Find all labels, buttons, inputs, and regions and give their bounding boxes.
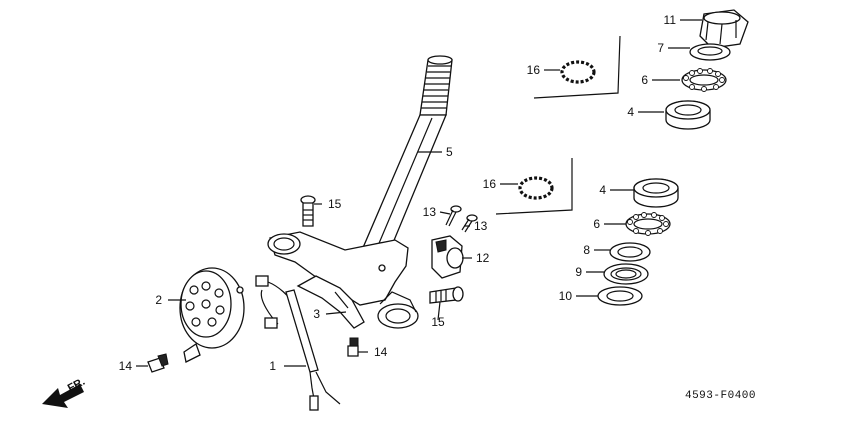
leader-lines <box>136 19 702 367</box>
part-label-6-lower: 6 <box>593 217 600 231</box>
part-label-15-upper: 15 <box>328 197 342 211</box>
part-label-4-upper: 4 <box>627 105 634 119</box>
bolt-15-lower <box>429 286 464 304</box>
part-label-12: 12 <box>476 251 490 265</box>
bolt-15-upper <box>300 195 316 227</box>
screw-13-a <box>445 205 462 227</box>
lower-outer-race-4 <box>633 178 679 208</box>
front-arrow-icon <box>42 384 84 408</box>
part-label-13-a: 13 <box>423 205 437 219</box>
front-direction-indicator: FR. <box>42 376 87 408</box>
bracket-line-upper <box>533 35 621 99</box>
horn-bracket <box>296 275 365 329</box>
lower-bearing-race-6 <box>625 212 671 236</box>
part-label-16-lower: 16 <box>483 177 497 191</box>
horn <box>179 267 245 363</box>
part-label-7: 7 <box>657 41 664 55</box>
part-label-4-lower: 4 <box>599 183 606 197</box>
dust-seal-7 <box>689 43 731 61</box>
part-label-14-right: 14 <box>374 345 388 359</box>
part-label-6-upper: 6 <box>641 73 648 87</box>
part-label-5: 5 <box>446 145 453 159</box>
cable-guide <box>431 235 464 279</box>
part-label-9: 9 <box>575 265 582 279</box>
part-label-13-b: 13 <box>474 219 488 233</box>
part-label-14-left: 14 <box>119 359 133 373</box>
part-label-2: 2 <box>155 293 162 307</box>
part-label-11: 11 <box>664 13 677 27</box>
horn-wire <box>255 275 341 411</box>
steel-balls-16-lower <box>518 176 554 200</box>
part-labels: 1 2 3 5 15 15 13 13 12 14 14 16 16 11 7 … <box>119 13 677 373</box>
part-label-10: 10 <box>559 289 573 303</box>
part-label-3: 3 <box>313 307 320 321</box>
cable-clip-14-right <box>347 337 359 357</box>
diagram-code: 4593-F0400 <box>685 390 756 402</box>
upper-bearing-race-6 <box>681 68 727 92</box>
screw-13-b <box>461 214 478 233</box>
steel-balls-16-upper <box>560 60 596 84</box>
part-label-1: 1 <box>269 359 276 373</box>
part-label-15-lower: 15 <box>431 315 445 329</box>
upper-outer-race-4 <box>665 100 711 130</box>
dust-seal-9 <box>603 263 649 285</box>
washer-10 <box>597 286 643 306</box>
part-label-8: 8 <box>583 243 590 257</box>
steering-stem-nut <box>699 9 749 49</box>
dust-seal-8 <box>609 242 651 262</box>
steering-stem <box>267 55 453 329</box>
cable-clip-14-left <box>147 353 169 373</box>
bracket-line-lower <box>495 158 573 215</box>
part-label-16-upper: 16 <box>527 63 541 77</box>
